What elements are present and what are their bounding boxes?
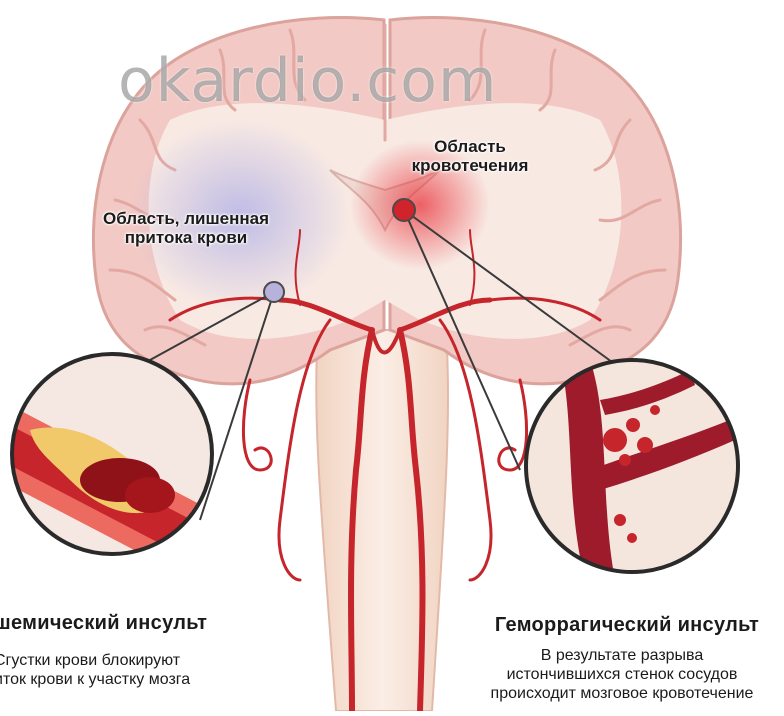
ischemic-marker: [264, 282, 284, 302]
ischemic-area-label-line2: притока крови: [125, 228, 247, 247]
ischemic-area-label: Область, лишенная притока крови: [92, 209, 280, 247]
ischemic-stroke-title: шемический инсульт: [0, 612, 244, 634]
hemorrhagic-desc-line2: истончившихся стенок сосудов: [462, 665, 782, 684]
watermark: okardio.com: [118, 46, 497, 116]
hemorrhagic-stroke-description: В результате разрыва истончившихся стено…: [462, 646, 782, 704]
ischemic-area-label-line1: Область, лишенная: [103, 209, 269, 228]
hemorrhage-area-label-line2: кровотечения: [412, 156, 529, 175]
hemorrhagic-desc-line3: происходит мозговое кровотечение: [462, 684, 782, 703]
hemorrhage-area-label-line1: Область: [434, 137, 506, 156]
ischemic-desc-line1: Сгустки крови блокируют: [0, 651, 234, 670]
ischemic-desc-line2: иток крови к участку мозга: [0, 670, 234, 689]
ischemic-stroke-description: Сгустки крови блокируют иток крови к уча…: [0, 651, 234, 689]
hemorrhagic-closeup: [520, 355, 750, 585]
hemorrhage-marker: [393, 199, 415, 221]
brain-stem: [316, 330, 448, 711]
hemorrhage-area-label: Область кровотечения: [404, 137, 536, 175]
hemorrhagic-stroke-title: Геморрагический инсульт: [474, 614, 780, 636]
hemorrhagic-desc-line1: В результате разрыва: [462, 646, 782, 665]
